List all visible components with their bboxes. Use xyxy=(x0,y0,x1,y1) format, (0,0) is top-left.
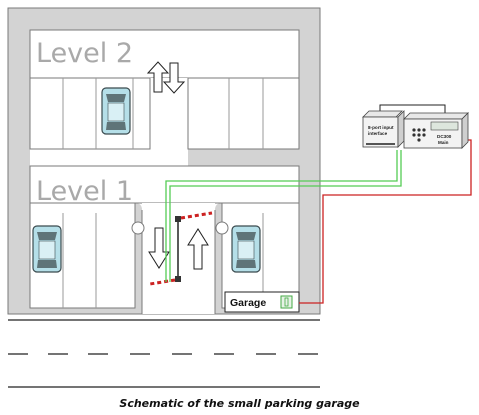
level-1-aisle xyxy=(29,165,300,204)
diagram-caption: Schematic of the small parking garage xyxy=(119,397,360,410)
pillar xyxy=(215,221,229,235)
car-icon xyxy=(231,225,261,273)
main-controller-label-line1: DC300 xyxy=(437,134,452,139)
input-interface-label-line1: 8-port input xyxy=(368,125,394,130)
level-2-bay-dividers xyxy=(62,78,264,149)
input-interface-label-line2: interface xyxy=(368,131,388,136)
car-icon xyxy=(32,225,62,273)
input-interface-device: 8-port input interface xyxy=(362,110,405,148)
garage-label: Garage xyxy=(230,297,266,309)
up-arrow-icon xyxy=(187,228,209,270)
pillar xyxy=(131,221,145,235)
level-2-right-bays xyxy=(187,77,300,150)
garage-display: Garage xyxy=(224,291,300,313)
display-wire xyxy=(299,139,472,304)
garage-led-indicator xyxy=(280,295,293,309)
level-2-left-bays xyxy=(29,77,151,150)
level-2-label: Level 2 xyxy=(36,38,133,69)
device-link-wire xyxy=(379,104,446,116)
down-arrow-icon xyxy=(148,227,170,269)
controller-keypad-icon xyxy=(412,128,426,142)
main-controller-device: DC300 Main xyxy=(403,112,469,149)
car-icon xyxy=(101,87,131,135)
road-markings xyxy=(8,319,320,388)
level-1-label: Level 1 xyxy=(36,176,133,207)
up-down-arrow-icon xyxy=(146,61,186,94)
signal-wires xyxy=(165,150,402,282)
barrier-gates xyxy=(149,211,213,286)
controller-screen xyxy=(430,121,459,131)
main-controller-label-line2: Main xyxy=(438,140,449,145)
